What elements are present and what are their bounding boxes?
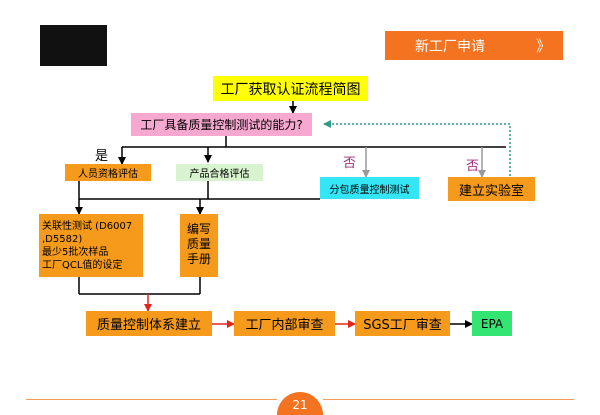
- testing-line-1: 关联性测试 (D6007: [42, 221, 133, 232]
- sgs-audit-box: SGS工厂审查: [355, 311, 450, 336]
- page-number-badge: 21: [277, 392, 323, 415]
- internal-audit-box: 工厂内部审查: [234, 311, 335, 336]
- correlation-testing-box: 关联性测试 (D6007 ,D5582) 最少5批次样品 工厂QCL值的设定: [39, 214, 143, 277]
- header-title: 新工厂申请: [415, 38, 485, 55]
- manual-line-2: 质量: [186, 237, 211, 251]
- manual-line-3: 手册: [186, 252, 211, 266]
- build-lab: 建立实验室: [448, 177, 535, 201]
- product-evaluation: 产品合格评估: [176, 164, 263, 181]
- no-label-subcontract: 否: [343, 156, 357, 171]
- dotted-feedback: [323, 120, 511, 176]
- qc-system-box: 质量控制体系建立: [86, 311, 212, 336]
- logo-block: [40, 25, 107, 66]
- quality-manual-box: 编写 质量 手册: [180, 214, 218, 277]
- testing-line-3: 最少5批次样品: [42, 247, 109, 258]
- footer-rule-left: [26, 399, 277, 400]
- chevron-right-icon: 》: [535, 37, 551, 55]
- testing-line-4: 工厂QCL值的设定: [42, 260, 123, 271]
- epa-box: EPA: [472, 311, 512, 336]
- flowchart-title: 工厂获取认证流程简图: [213, 76, 368, 101]
- page-number: 21: [292, 398, 308, 412]
- testing-line-2: ,D5582): [42, 234, 83, 245]
- yes-label: 是: [95, 149, 109, 164]
- capability-question: 工厂具备质量控制测试的能力?: [131, 113, 312, 136]
- subcontract-testing: 分包质量控制测试: [320, 177, 419, 199]
- footer-rule-right: [323, 399, 574, 400]
- personnel-evaluation: 人员资格评估: [65, 164, 151, 181]
- header-banner: 新工厂申请 》: [385, 31, 563, 60]
- no-label-lab: 否: [466, 159, 480, 174]
- manual-line-1: 编写: [186, 222, 211, 236]
